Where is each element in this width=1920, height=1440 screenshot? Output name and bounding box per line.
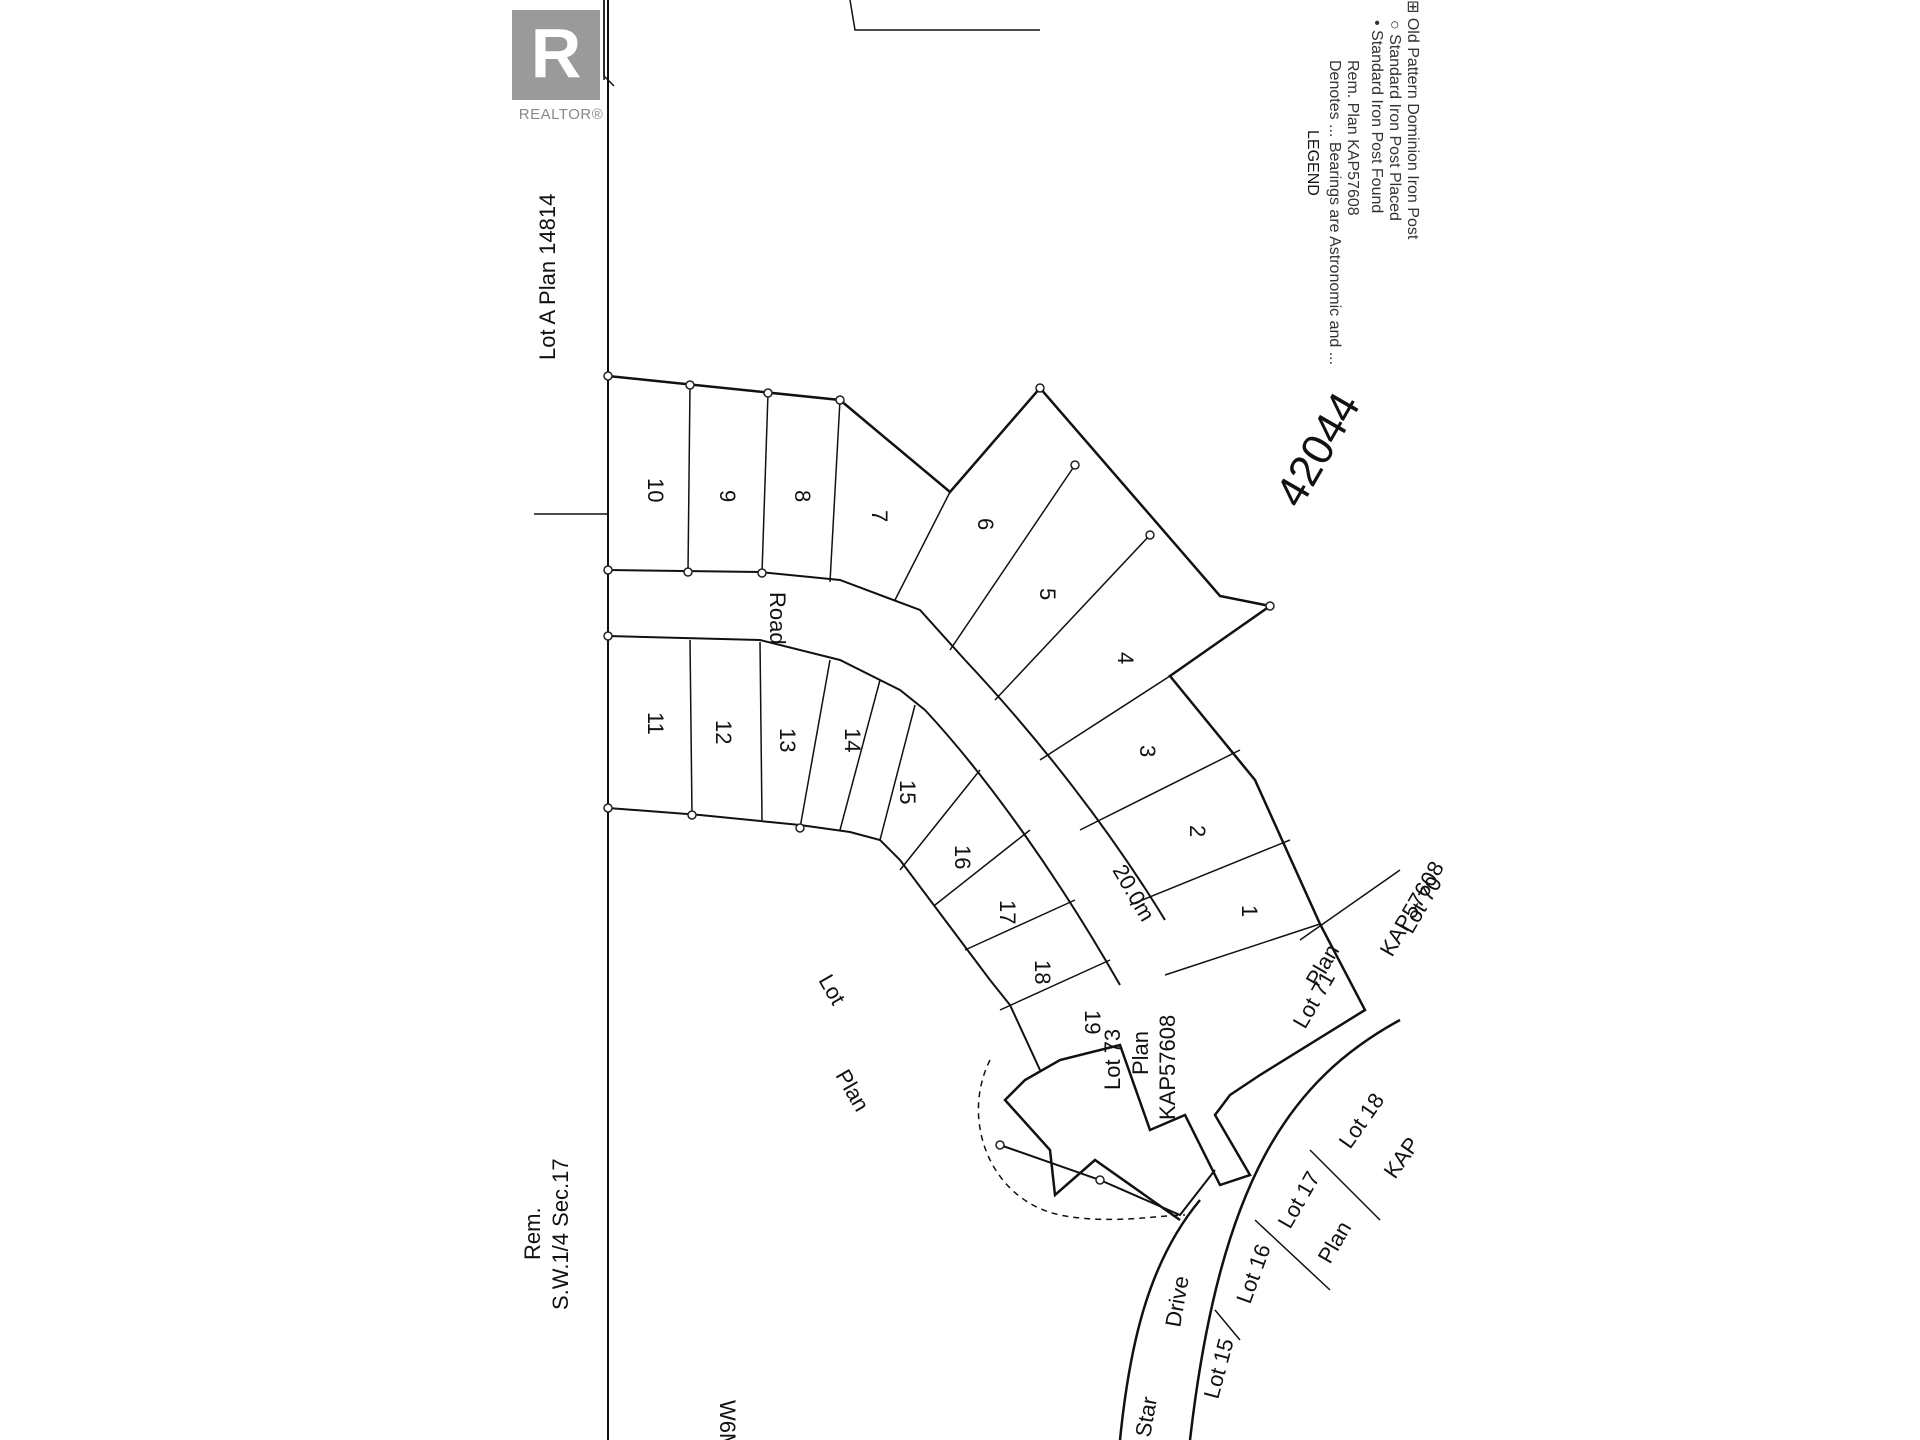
lot-divider-12-13 <box>759 641 763 821</box>
lot-divider-14-15 <box>839 679 881 831</box>
lot-17-label: Lot 17 <box>1273 1167 1325 1232</box>
lot-number-4: 4 <box>1113 652 1138 664</box>
boundary-offset-corner <box>603 0 615 87</box>
lot-number-18: 18 <box>1030 960 1055 984</box>
lot-73-boundary <box>999 1144 1216 1217</box>
lot-18-label: Lot 18 <box>1334 1088 1390 1152</box>
lot-divider-2-1 <box>1129 839 1291 906</box>
road-label: Road <box>765 592 790 645</box>
lot-number-7: 7 <box>867 510 892 522</box>
lot-divider-10-9 <box>687 384 691 573</box>
lot-73-plan-label: Plan <box>1128 1031 1153 1075</box>
lot-73-kap-label: KAP57608 <box>1155 1015 1180 1120</box>
lot-divider-18-19 <box>964 899 1076 951</box>
plan-lower-label: Plan <box>1313 1217 1357 1268</box>
legend-line-2: Rem. Plan KAP57608 <box>1344 60 1361 216</box>
road-south-edge <box>607 635 926 711</box>
legend-line-1: Denotes ... Bearings are Astronomic and … <box>1326 60 1343 365</box>
lot-number-12: 12 <box>711 720 736 744</box>
realtor-logo-letter: R <box>530 14 582 92</box>
lot-divider-9-8 <box>761 392 769 574</box>
lot-line-16-17 <box>1254 1219 1331 1291</box>
lot-line-15-16 <box>1214 1309 1241 1341</box>
lot-divider-1-south <box>1164 923 1321 976</box>
lot-label: Lot <box>814 970 851 1009</box>
lot-number-11: 11 <box>643 712 668 735</box>
realtor-logo: R REALTOR® <box>508 6 614 123</box>
lot-number-17: 17 <box>995 900 1020 924</box>
lot-number-1: 1 <box>1237 905 1262 917</box>
lot-number-5: 5 <box>1035 588 1060 600</box>
lot-number-9: 9 <box>715 490 740 502</box>
lot-divider-5-4 <box>994 534 1151 701</box>
drive-edge-east <box>1188 1018 1401 1440</box>
legend-line-3: • Standard Iron Post Found <box>1368 20 1385 213</box>
lot-line-17-18 <box>1309 1149 1381 1221</box>
realtor-logo-box <box>512 10 600 100</box>
subdivision-boundary <box>607 374 1367 1222</box>
lot-divider-11-12 <box>689 639 693 816</box>
north-parcel-edge <box>849 0 1040 31</box>
drive-edge-west <box>1118 1199 1201 1440</box>
lot-a-plan-label: Lot A Plan 14814 <box>535 194 560 360</box>
lot-71-line <box>1319 923 1366 1011</box>
legend: LEGEND Denotes ... Bearings are Astronom… <box>1304 0 1421 365</box>
lot-divider-15-16 <box>879 704 916 841</box>
lot-divider-17-18 <box>934 829 1031 906</box>
rem-label: Rem. <box>520 1207 545 1260</box>
legend-line-4: ○ Standard Iron Post Placed <box>1386 20 1403 221</box>
lot-70-line <box>1299 869 1401 941</box>
lot-divider-13-14 <box>799 659 831 829</box>
lot-number-19: 19 <box>1080 1010 1105 1034</box>
lot-number-15: 15 <box>895 780 920 804</box>
drive-label: Drive <box>1160 1274 1194 1329</box>
lot-number-10: 10 <box>643 478 668 502</box>
lot-divider-16-17 <box>899 769 981 871</box>
plan-label: Plan <box>831 1065 875 1116</box>
lot-16-label: Lot 16 <box>1231 1241 1275 1307</box>
plan-number: 42044 <box>1266 385 1370 515</box>
lot-number-8: 8 <box>790 490 815 502</box>
lot-divider-3-2 <box>1079 749 1241 831</box>
lot-number-2: 2 <box>1185 825 1210 837</box>
lot-divider-19-south <box>999 959 1111 1011</box>
lot-73-label: Lot 73 <box>1100 1029 1125 1090</box>
lot-divider-8-7 <box>829 399 841 583</box>
curved-road-edge-north <box>964 659 1166 921</box>
w6m-label: W6M <box>715 1400 740 1440</box>
lot-number-3: 3 <box>1135 745 1160 757</box>
road-north-edge <box>607 569 966 661</box>
survey-pins <box>603 371 1275 1185</box>
lot-divider-6-5 <box>949 464 1076 651</box>
lot-divider-7-6 <box>894 491 951 601</box>
south-lots-rear-line <box>607 807 1041 1071</box>
star-label: Star <box>1130 1395 1162 1439</box>
lot-number-14: 14 <box>840 728 865 752</box>
sw-quarter-label: S.W.1/4 Sec.17 <box>548 1158 573 1310</box>
dashed-curve <box>977 1059 1186 1221</box>
legend-title: LEGEND <box>1304 130 1321 196</box>
lot-divider-4-3 <box>1039 675 1171 761</box>
lot-number-16: 16 <box>950 845 975 869</box>
road-width-label: 20.0m <box>1108 860 1160 925</box>
realtor-brand-text: REALTOR® <box>518 106 604 123</box>
lot-number-6: 6 <box>973 518 998 530</box>
kap-lower-label: KAP <box>1379 1132 1425 1182</box>
lot-number-13: 13 <box>775 728 800 752</box>
legend-line-5: ⊞ Old Pattern Dominion Iron Post <box>1404 0 1421 240</box>
